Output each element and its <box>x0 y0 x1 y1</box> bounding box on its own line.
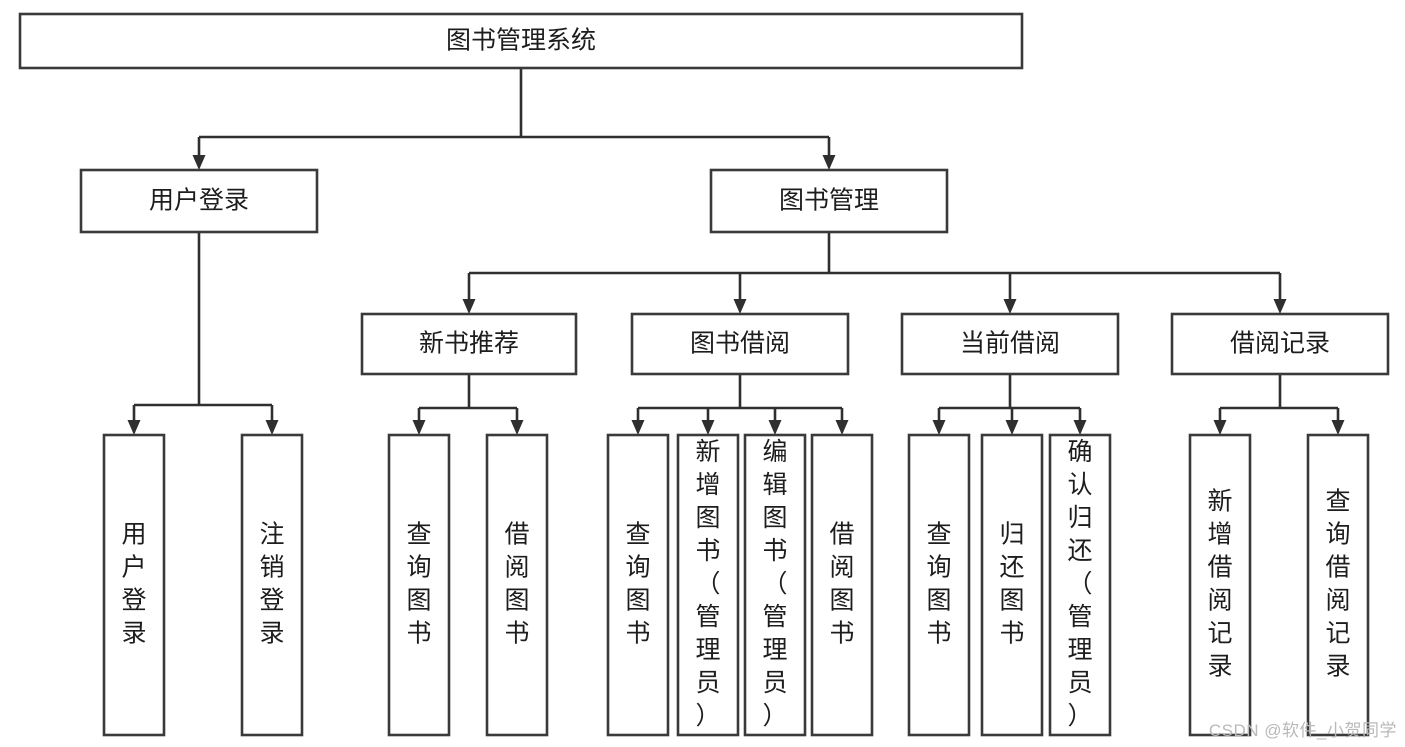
node-box <box>907 433 971 737</box>
node-box <box>1306 433 1370 737</box>
node-label: 图书借阅 <box>690 330 790 358</box>
node-label: 新增图书（管理员） <box>695 438 720 730</box>
node-label: 图书管理 <box>779 187 879 215</box>
node-label: 新书推荐 <box>419 330 519 358</box>
node-label: 用户登录 <box>121 520 146 647</box>
node-label: 注销登录 <box>259 520 284 647</box>
node-box <box>387 433 451 737</box>
node-box <box>18 12 1024 70</box>
node-leaf-query-book-2[interactable]: 查询图书 <box>606 433 670 737</box>
node-box <box>606 433 670 737</box>
node-leaf-user-login[interactable]: 用户登录 <box>102 433 166 737</box>
node-leaf-add-book[interactable]: 新增图书（管理员） <box>676 433 740 737</box>
node-label: 借阅图书 <box>829 520 854 647</box>
node-label: 新增借阅记录 <box>1207 487 1232 680</box>
node-box <box>79 168 319 234</box>
node-box <box>980 433 1044 737</box>
node-leaf-query-record[interactable]: 查询借阅记录 <box>1306 433 1370 737</box>
node-label: 归还图书 <box>999 520 1024 647</box>
node-box <box>485 433 549 737</box>
node-layer: 图书管理系统用户登录图书管理新书推荐图书借阅当前借阅借阅记录用户登录注销登录查询… <box>18 12 1390 737</box>
node-label: 用户登录 <box>149 187 249 215</box>
node-new-book-rec[interactable]: 新书推荐 <box>360 312 578 376</box>
node-box <box>1188 433 1252 737</box>
node-leaf-borrow-book-1[interactable]: 借阅图书 <box>485 433 549 737</box>
node-label: 查询图书 <box>406 520 431 647</box>
node-box <box>630 312 850 376</box>
node-book-manage[interactable]: 图书管理 <box>709 168 949 234</box>
node-label: 查询借阅记录 <box>1325 487 1350 680</box>
node-label: 查询图书 <box>625 520 650 647</box>
node-leaf-add-record[interactable]: 新增借阅记录 <box>1188 433 1252 737</box>
node-box <box>810 433 874 737</box>
node-label: 图书管理系统 <box>446 27 596 55</box>
node-box <box>240 433 304 737</box>
node-root[interactable]: 图书管理系统 <box>18 12 1024 70</box>
node-borrow-record[interactable]: 借阅记录 <box>1170 312 1390 376</box>
node-user-login[interactable]: 用户登录 <box>79 168 319 234</box>
node-label: 确认归还（管理员） <box>1067 438 1092 730</box>
node-current-borrow[interactable]: 当前借阅 <box>900 312 1120 376</box>
node-leaf-logout[interactable]: 注销登录 <box>240 433 304 737</box>
node-label: 借阅图书 <box>504 520 529 647</box>
node-book-borrow[interactable]: 图书借阅 <box>630 312 850 376</box>
node-label: 当前借阅 <box>960 330 1060 358</box>
node-box <box>360 312 578 376</box>
node-box <box>1048 433 1112 737</box>
node-leaf-return-book[interactable]: 归还图书 <box>980 433 1044 737</box>
node-label: 借阅记录 <box>1230 330 1330 358</box>
node-box <box>709 168 949 234</box>
node-leaf-confirm-return[interactable]: 确认归还（管理员） <box>1048 433 1112 737</box>
node-leaf-query-book-3[interactable]: 查询图书 <box>907 433 971 737</box>
node-box <box>676 433 740 737</box>
node-leaf-query-book-1[interactable]: 查询图书 <box>387 433 451 737</box>
node-box <box>1170 312 1390 376</box>
connector-layer <box>127 68 1345 435</box>
node-box <box>743 433 807 737</box>
node-box <box>102 433 166 737</box>
node-box <box>900 312 1120 376</box>
node-leaf-borrow-book-2[interactable]: 借阅图书 <box>810 433 874 737</box>
node-label: 编辑图书（管理员） <box>762 438 787 730</box>
node-label: 查询图书 <box>926 520 951 647</box>
node-leaf-edit-book[interactable]: 编辑图书（管理员） <box>743 433 807 737</box>
